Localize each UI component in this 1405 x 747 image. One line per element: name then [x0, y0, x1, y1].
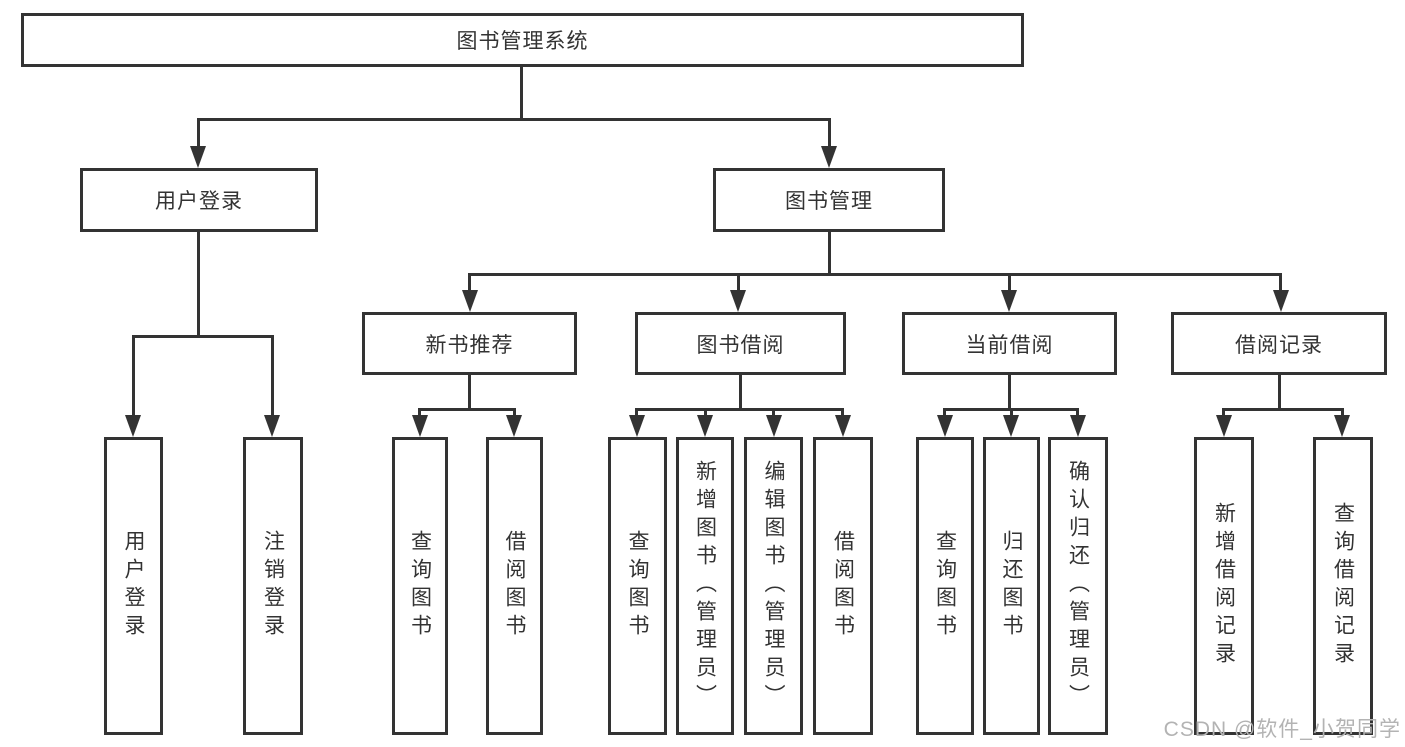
leaf-return-book: 归还图书 [983, 437, 1040, 735]
leaf-add-borrow-record: 新增借阅记录 [1194, 437, 1254, 735]
edge-book-borrow-rail [636, 408, 844, 411]
edge-book-mgmt-stem [828, 232, 831, 276]
edge-root-to-user-login [197, 118, 200, 150]
edge-to-leaf-query-book-3 [943, 408, 946, 419]
edge-borrow-records-stem [1278, 375, 1281, 411]
arrowhead-leaf-borrow-book-1 [506, 415, 522, 437]
edge-to-leaf-add-record [1222, 408, 1225, 419]
node-root: 图书管理系统 [21, 13, 1024, 67]
leaf-borrow-book-1: 借阅图书 [486, 437, 543, 735]
edge-user-login-rail [132, 335, 274, 338]
edge-new-book-rec-stem [468, 375, 471, 411]
node-user-login: 用户登录 [80, 168, 318, 232]
arrowhead-leaf-query-book-2 [629, 415, 645, 437]
arrowhead-borrow-records [1273, 290, 1289, 312]
arrowhead-book-borrow [730, 290, 746, 312]
leaf-query-book-2: 查询图书 [608, 437, 667, 735]
leaf-query-book-3: 查询图书 [916, 437, 974, 735]
csdn-watermark: CSDN @软件_小贺同学 [1163, 718, 1401, 741]
edge-to-leaf-confirm-return [1076, 408, 1079, 419]
node-current-borrow: 当前借阅 [902, 312, 1117, 375]
edge-new-book-rec-rail [419, 408, 515, 411]
edge-to-leaf-query-book-1 [418, 408, 421, 419]
node-new-book-recommend: 新书推荐 [362, 312, 577, 375]
edge-to-current-borrow [1008, 273, 1011, 294]
arrowhead-current-borrow [1001, 290, 1017, 312]
node-borrow-records: 借阅记录 [1171, 312, 1387, 375]
arrowhead-leaf-add-record [1216, 415, 1232, 437]
edge-current-borrow-stem [1008, 375, 1011, 411]
arrowhead-user-login [190, 146, 206, 168]
leaf-query-book-1: 查询图书 [392, 437, 448, 735]
arrowhead-leaf-user-login [125, 415, 141, 437]
arrowhead-new-book-rec [462, 290, 478, 312]
arrowhead-leaf-borrow-book-2 [835, 415, 851, 437]
edge-book-mgmt-rail [469, 273, 1282, 276]
arrowhead-leaf-edit-book [766, 415, 782, 437]
node-book-management: 图书管理 [713, 168, 945, 232]
leaf-confirm-return: 确认归还（管理员） [1048, 437, 1108, 735]
edge-borrow-records-rail [1223, 408, 1343, 411]
edge-root-rail [197, 118, 831, 121]
edge-to-leaf-logout [271, 335, 274, 419]
edge-to-leaf-add-book [704, 408, 707, 419]
edge-user-login-stem [197, 232, 200, 338]
node-book-borrow: 图书借阅 [635, 312, 846, 375]
arrowhead-leaf-logout [264, 415, 280, 437]
arrowhead-leaf-return-book [1003, 415, 1019, 437]
edge-to-leaf-query-record [1341, 408, 1344, 419]
arrowhead-leaf-query-book-3 [937, 415, 953, 437]
leaf-user-login: 用户登录 [104, 437, 163, 735]
arrowhead-book-mgmt [821, 146, 837, 168]
edge-to-borrow-records [1279, 273, 1282, 294]
edge-to-new-book-rec [468, 273, 471, 294]
edge-to-book-borrow [737, 273, 740, 294]
edge-root-to-book-mgmt [828, 118, 831, 150]
leaf-query-borrow-record: 查询借阅记录 [1313, 437, 1373, 735]
leaf-edit-book: 编辑图书（管理员） [744, 437, 803, 735]
edge-to-leaf-return-book [1010, 408, 1013, 419]
arrowhead-leaf-add-book [697, 415, 713, 437]
arrowhead-leaf-confirm-return [1070, 415, 1086, 437]
edge-to-leaf-borrow-book-2 [841, 408, 844, 419]
edge-root-stem [520, 67, 523, 121]
leaf-add-book: 新增图书（管理员） [676, 437, 734, 735]
edge-to-leaf-query-book-2 [635, 408, 638, 419]
edge-to-leaf-user-login [132, 335, 135, 419]
arrowhead-leaf-query-book-1 [412, 415, 428, 437]
edge-to-leaf-borrow-book-1 [513, 408, 516, 419]
edge-to-leaf-edit-book [772, 408, 775, 419]
arrowhead-leaf-query-record [1334, 415, 1350, 437]
leaf-logout: 注销登录 [243, 437, 303, 735]
leaf-borrow-book-2: 借阅图书 [813, 437, 873, 735]
edge-book-borrow-stem [739, 375, 742, 411]
